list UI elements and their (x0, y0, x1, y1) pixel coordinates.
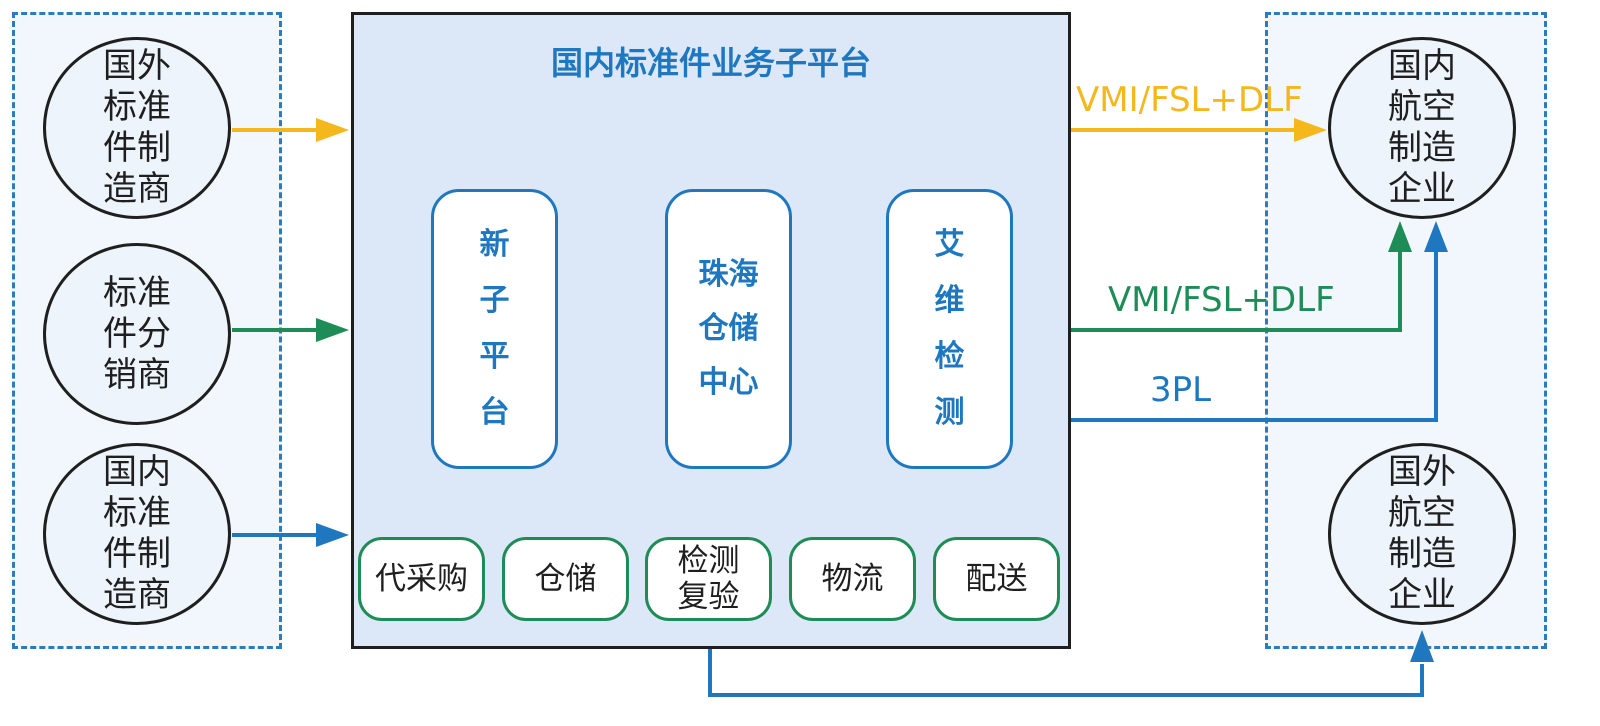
supplier-foreign-manufacturer: 国外标准件制造商 (43, 37, 231, 219)
flow-label-middle: VMI/FSL+DLF (1108, 280, 1335, 320)
arrow-distributor-to-platform (232, 318, 349, 342)
flow-label-3pl: 3PL (1150, 370, 1212, 410)
service-procurement-label: 代采购 (375, 561, 468, 597)
center-zhuhai-warehouse-label: 珠海仓储中心 (698, 257, 759, 400)
supplier-distributor-label: 标准件分销商 (103, 272, 171, 395)
service-logistics-label: 物流 (821, 561, 884, 597)
arrow-domestic-manufacturer-to-platform (232, 523, 349, 547)
service-inspection: 检测复验 (645, 537, 772, 621)
arrow-platform-to-domestic-blue (1071, 221, 1448, 422)
customer-foreign-aviation: 国外航空制造企业 (1328, 443, 1516, 625)
service-delivery-label: 配送 (965, 561, 1028, 597)
flow-label-top: VMI/FSL+DLF (1076, 80, 1303, 120)
service-delivery: 配送 (933, 537, 1060, 621)
service-warehousing: 仓储 (502, 537, 629, 621)
supplier-distributor: 标准件分销商 (43, 243, 231, 425)
arrow-platform-to-domestic-yellow (1071, 118, 1327, 142)
service-inspection-label: 检测复验 (677, 543, 740, 615)
supplier-foreign-manufacturer-label: 国外标准件制造商 (103, 46, 171, 209)
platform-title: 国内标准件业务子平台 (550, 44, 871, 82)
center-new-sub-platform-label: 新子平台 (479, 227, 510, 430)
customer-foreign-aviation-label: 国外航空制造企业 (1388, 452, 1456, 615)
center-aiwei-inspection-label: 艾维检测 (934, 227, 965, 430)
center-zhuhai-warehouse: 珠海仓储中心 (665, 189, 792, 469)
service-warehousing-label: 仓储 (534, 561, 597, 597)
center-new-sub-platform: 新子平台 (431, 189, 558, 469)
arrow-platform-to-foreign-aviation (708, 630, 1434, 697)
customer-domestic-aviation-label: 国内航空制造企业 (1388, 46, 1456, 209)
center-aiwei-inspection: 艾维检测 (886, 189, 1013, 469)
service-logistics: 物流 (789, 537, 916, 621)
customer-domestic-aviation: 国内航空制造企业 (1328, 37, 1516, 219)
supplier-domestic-manufacturer: 国内标准件制造商 (43, 443, 231, 625)
arrow-foreign-manufacturer-to-platform (232, 118, 349, 142)
supplier-domestic-manufacturer-label: 国内标准件制造商 (103, 452, 171, 615)
service-procurement: 代采购 (358, 537, 485, 621)
arrow-platform-to-domestic-green (1071, 221, 1412, 332)
